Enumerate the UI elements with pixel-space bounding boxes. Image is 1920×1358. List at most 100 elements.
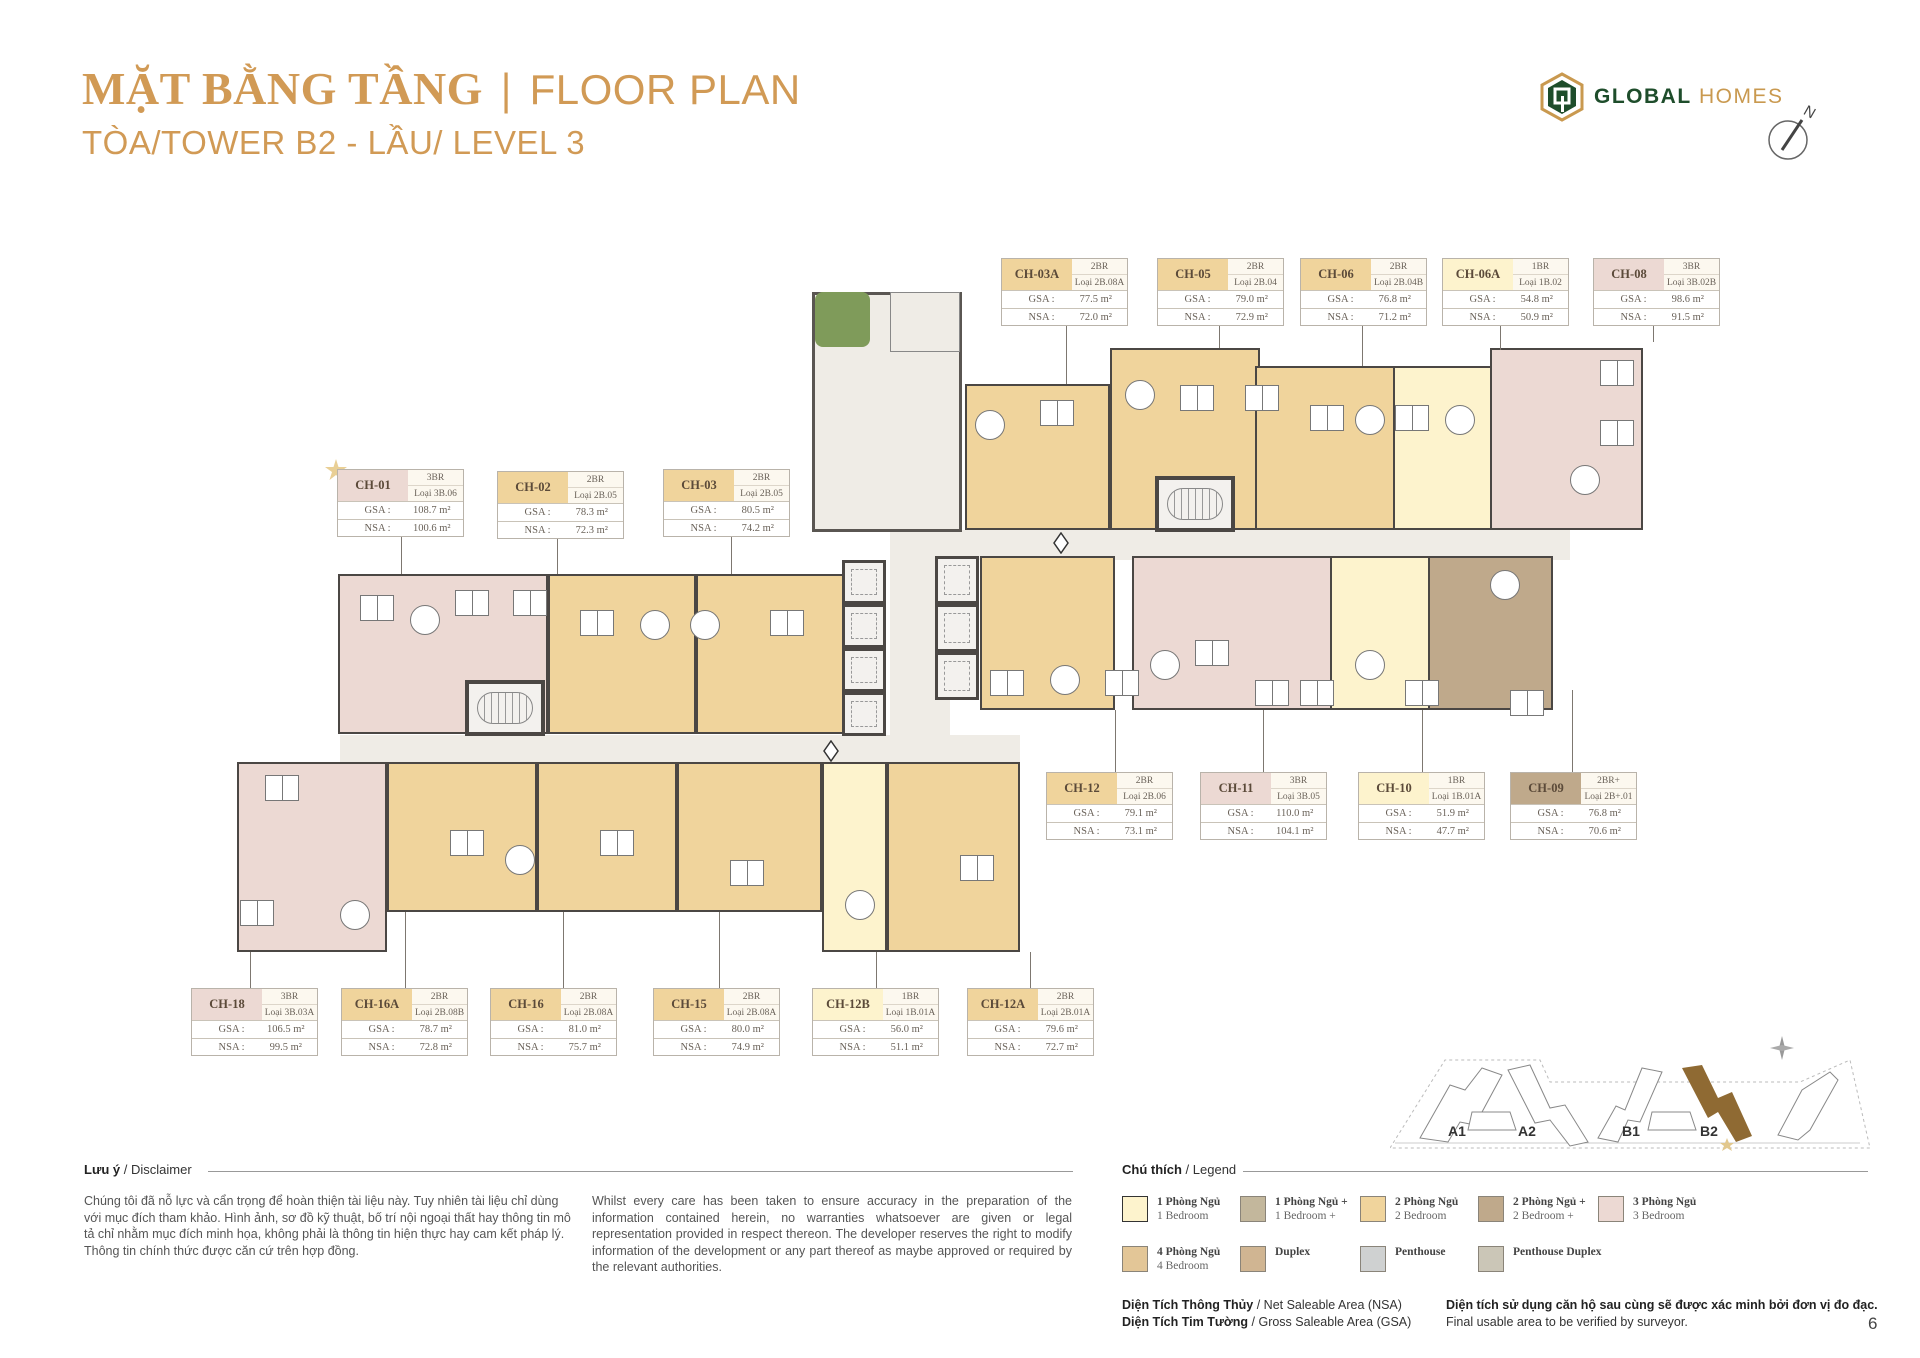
unit-code: CH-12A: [968, 989, 1038, 1020]
gsa-label: GSA :: [839, 1024, 866, 1035]
nsa-value: 100.6 m²: [412, 522, 451, 534]
nsa-value: 71.2 m²: [1378, 311, 1411, 323]
gsa-label: GSA :: [368, 1024, 395, 1035]
unit-ch-03a[interactable]: [965, 384, 1110, 530]
nsa-label: NSA :: [1620, 311, 1647, 323]
leader-line: [1362, 326, 1363, 366]
unit-type: 2BR: [1246, 261, 1265, 272]
legend-item-duplex: Duplex: [1240, 1246, 1310, 1272]
nsa-value: 72.9 m²: [1235, 311, 1268, 323]
gsa-label: GSA :: [1184, 294, 1211, 305]
nsa-label: NSA :: [839, 1041, 866, 1053]
sofa-icon: [1445, 405, 1475, 435]
entrance-marker-icon: [823, 740, 839, 762]
unit-type: 1BR: [1531, 261, 1550, 272]
unit-code: CH-03: [664, 470, 734, 501]
unit-ch-11[interactable]: [1132, 556, 1332, 710]
unit-loai: Loại 3B.03A: [262, 1004, 317, 1020]
bed-icon: [265, 775, 299, 801]
sofa-icon: [1490, 570, 1520, 600]
nsa-label: NSA :: [1184, 311, 1211, 323]
unit-ch-06a[interactable]: [1393, 366, 1493, 530]
page-title: MẶT BẰNG TẦNG | FLOOR PLAN: [82, 62, 801, 115]
unit-loai: Loại 2B.06: [1117, 788, 1172, 804]
bed-icon: [730, 860, 764, 886]
sofa-icon: [505, 845, 535, 875]
unit-loai: Loại 2B.08A: [724, 1004, 779, 1020]
unit-code: CH-02: [498, 472, 568, 503]
elevator-west-3: [842, 648, 886, 692]
page-number: 6: [1868, 1314, 1878, 1333]
sofa-icon: [690, 610, 720, 640]
legend-swatch: [1240, 1246, 1266, 1272]
gsa-label: GSA :: [1227, 808, 1254, 819]
corridor-east: [890, 530, 1570, 560]
legend-swatch: [1478, 1196, 1504, 1222]
bed-icon: [1300, 680, 1334, 706]
bed-icon: [513, 590, 547, 616]
unit-code: CH-03A: [1002, 259, 1072, 290]
unit-code: CH-16A: [342, 989, 412, 1020]
unit-ch-15[interactable]: [677, 762, 822, 912]
leader-line: [557, 537, 558, 574]
nsa-value: 99.5 m²: [269, 1041, 302, 1053]
brand-name: GLOBAL HOMES: [1594, 85, 1784, 108]
nsa-label: NSA :: [680, 1041, 707, 1053]
floor-plan: [237, 292, 1643, 952]
unit-type: 2BR: [430, 991, 449, 1002]
nsa-value: 72.7 m²: [1045, 1041, 1078, 1053]
bed-icon: [990, 670, 1024, 696]
unit-type: 3BR: [1682, 261, 1701, 272]
unit-ch-06[interactable]: [1255, 366, 1400, 530]
unit-ch-02[interactable]: [548, 574, 696, 734]
leader-line: [1030, 952, 1031, 992]
gsa-label: GSA :: [524, 507, 551, 518]
unit-code: CH-11: [1201, 773, 1271, 804]
gsa-value: 108.7 m²: [412, 505, 451, 516]
tower-label-b2: B2: [1700, 1123, 1718, 1139]
elevator-west-2: [842, 604, 886, 648]
leader-line: [1500, 326, 1501, 350]
unit-type: 1BR: [901, 991, 920, 1002]
bed-icon: [1510, 690, 1544, 716]
legend-swatch: [1360, 1196, 1386, 1222]
sofa-icon: [975, 410, 1005, 440]
leader-line: [1572, 690, 1573, 772]
legend-swatch: [1478, 1246, 1504, 1272]
unit-type: 2BR: [1389, 261, 1408, 272]
nsa-value: 73.1 m²: [1124, 825, 1157, 837]
bed-icon: [1310, 405, 1344, 431]
unit-loai: Loại 2B.04B: [1371, 274, 1426, 290]
unit-code: CH-12: [1047, 773, 1117, 804]
unit-ch-12b[interactable]: [822, 762, 887, 952]
unit-ch-03[interactable]: [696, 574, 844, 734]
nsa-value: 50.9 m²: [1520, 311, 1553, 323]
sofa-icon: [640, 610, 670, 640]
unit-loai: Loại 2B.08B: [412, 1004, 467, 1020]
nsa-label: NSA :: [1469, 311, 1496, 323]
unit-ch-12a[interactable]: [887, 762, 1020, 952]
nsa-label: NSA :: [517, 1041, 544, 1053]
gsa-value: 76.8 m²: [1378, 294, 1411, 305]
unit-type: 2BR: [742, 991, 761, 1002]
gsa-value: 80.5 m²: [741, 505, 774, 516]
